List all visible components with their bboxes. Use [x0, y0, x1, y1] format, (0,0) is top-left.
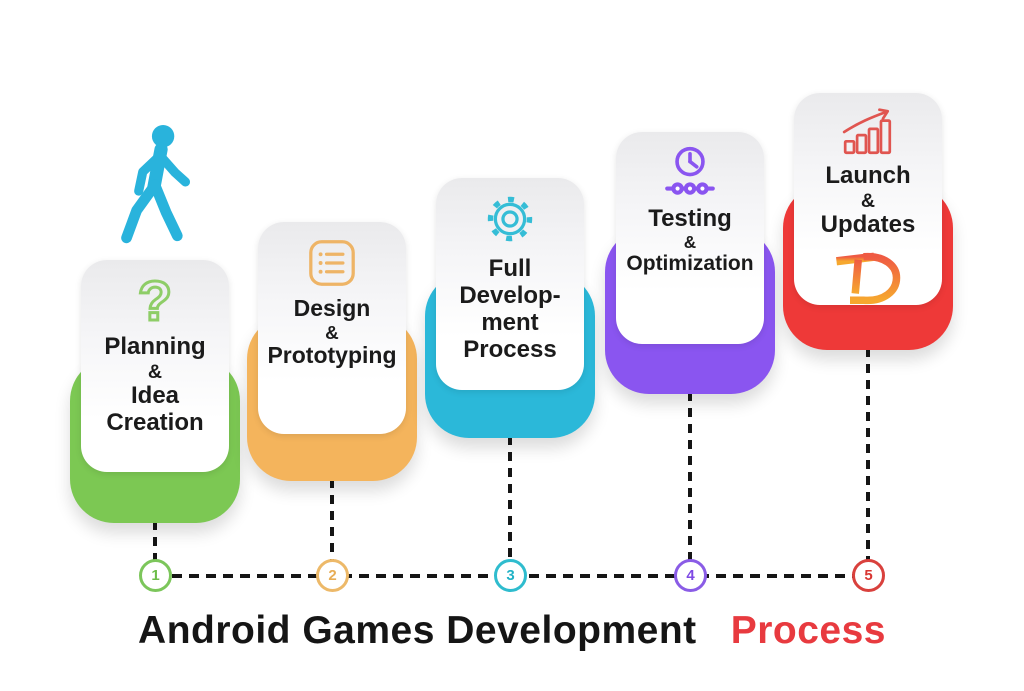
growth-chart-icon: [840, 103, 896, 161]
step-2-label: Design & Prototyping: [267, 295, 397, 369]
step-3-label-line: Full: [488, 255, 532, 282]
step-2-connector-line: [330, 479, 334, 561]
step-4-card: Testing & Optimization: [616, 132, 764, 344]
page-title: Android Games Development Process: [0, 611, 1024, 650]
step-2-label-line: &: [325, 321, 339, 343]
step-1-label-line: Planning: [104, 333, 206, 360]
step-1-label: Planning & Idea Creation: [104, 333, 206, 437]
step-3-label-line: Develop-: [459, 281, 561, 309]
step-5-number: 5: [864, 567, 873, 584]
checklist-icon: [307, 232, 357, 294]
step-4-label-line: &: [683, 231, 697, 252]
step-1-label-line: &: [147, 360, 163, 383]
step-3-label-line: ment: [481, 308, 539, 336]
step-5-number-badge: 5: [852, 559, 885, 592]
walking-person-icon: [121, 125, 191, 244]
step-4-label: Testing & Optimization: [626, 205, 754, 276]
step-5-label-line: Launch: [825, 162, 911, 189]
step-4-number-badge: 4: [674, 559, 707, 592]
step-3-label: Full Develop- ment Process: [459, 255, 561, 364]
step-3-number: 3: [506, 567, 515, 584]
step-1-connector-line: [153, 521, 157, 561]
step-4-connector-line: [688, 392, 692, 561]
step-2-label-line: Prototyping: [267, 341, 397, 368]
clock-timeline-icon: [661, 142, 719, 204]
td-logo-icon: [832, 241, 904, 312]
step-3-number-badge: 3: [494, 559, 527, 592]
step-4-number: 4: [686, 567, 695, 584]
step-3-card: Full Develop- ment Process: [436, 178, 584, 390]
step-4-label-line: Optimization: [626, 252, 754, 276]
page-title-red: Process: [730, 609, 886, 652]
step-2-card: Design & Prototyping: [258, 222, 406, 434]
question-mark-icon: ?: [136, 269, 173, 332]
step-1-number-badge: 1: [139, 559, 172, 592]
step-3-connector-line: [508, 436, 512, 561]
step-2-number-badge: 2: [316, 559, 349, 592]
step-5-card: Launch & Updates: [794, 93, 942, 305]
step-1-label-line: Creation: [106, 408, 204, 436]
step-5-connector-line: [866, 348, 870, 561]
step-1-card: ? Planning & Idea Creation: [81, 260, 229, 472]
step-2-number: 2: [328, 567, 337, 584]
step-4-label-line: Testing: [648, 205, 732, 232]
step-5-label-line: &: [860, 189, 876, 212]
page-title-black: Android Games Development: [138, 609, 697, 652]
step-5-label: Launch & Updates: [820, 162, 916, 239]
step-1-number: 1: [151, 567, 160, 584]
step-5-label-line: Updates: [820, 210, 916, 238]
step-2-label-line: Design: [293, 295, 371, 321]
step-1-label-line: Idea: [130, 381, 180, 409]
gear-icon: [484, 188, 536, 250]
step-3-label-line: Process: [463, 335, 557, 363]
